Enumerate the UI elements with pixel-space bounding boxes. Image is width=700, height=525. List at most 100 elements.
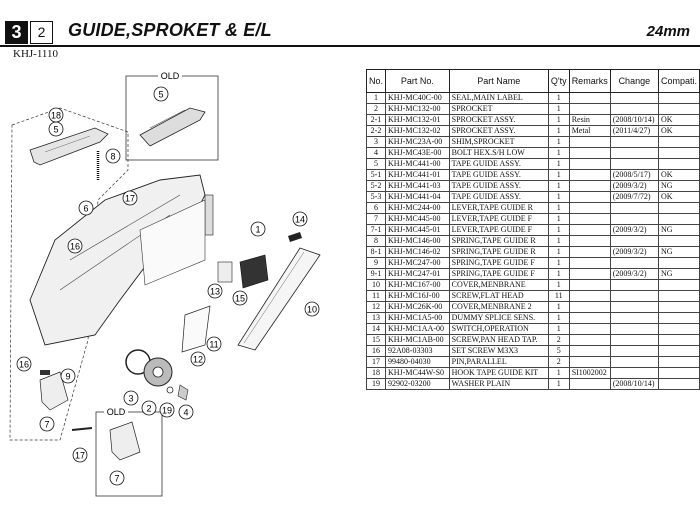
svg-text:18: 18 bbox=[51, 111, 61, 121]
cell-remarks bbox=[568, 279, 611, 291]
callout-8: 8 bbox=[105, 148, 121, 164]
cell-no: 9 bbox=[365, 257, 387, 269]
cell-qty: 1 bbox=[547, 323, 570, 335]
cell-change bbox=[609, 334, 659, 346]
cell-qty: 1 bbox=[547, 246, 570, 258]
cell-change: (2008/5/17) bbox=[609, 169, 659, 181]
callout-15: 15 bbox=[232, 290, 248, 306]
cell-part-no: KHJ-MC1A5-00 bbox=[385, 312, 450, 324]
cell-no: 5-1 bbox=[365, 169, 387, 181]
cell-change bbox=[609, 213, 659, 225]
callout-14: 14 bbox=[292, 211, 308, 227]
cell-remarks bbox=[568, 92, 611, 104]
cell-qty: 1 bbox=[547, 202, 570, 214]
cell-change bbox=[609, 147, 659, 159]
cell-compati: NG bbox=[657, 180, 700, 192]
cell-qty: 1 bbox=[547, 169, 570, 181]
cell-remarks bbox=[568, 191, 611, 203]
svg-text:16: 16 bbox=[19, 360, 29, 370]
cell-remarks bbox=[568, 268, 611, 280]
callout-6: 6 bbox=[78, 200, 94, 216]
cell-part-no: KHJ-MC44W-S0 bbox=[385, 367, 450, 379]
cell-compati bbox=[657, 202, 700, 214]
cell-part-name: SHIM,SPROCKET bbox=[448, 136, 549, 148]
cell-qty: 1 bbox=[547, 378, 570, 390]
cell-part-name: SPRING,TAPE GUIDE R bbox=[448, 235, 549, 247]
col-no: No. bbox=[365, 69, 387, 93]
svg-text:10: 10 bbox=[307, 305, 317, 315]
cell-compati bbox=[657, 378, 700, 390]
cell-qty: 1 bbox=[547, 103, 570, 115]
cell-part-no: KHJ-MC445-00 bbox=[385, 213, 450, 225]
cell-part-no: KHJ-MC247-00 bbox=[385, 257, 450, 269]
cell-part-name: TAPE GUIDE ASSY. bbox=[448, 191, 549, 203]
callout-16: 16 bbox=[67, 238, 83, 254]
svg-text:19: 19 bbox=[162, 406, 172, 416]
callout-17: 17 bbox=[122, 190, 138, 206]
membrane-cover bbox=[237, 247, 321, 351]
cell-compati bbox=[657, 235, 700, 247]
col-qty: Q'ty bbox=[547, 69, 570, 93]
cell-part-no: KHJ-MC445-01 bbox=[385, 224, 450, 236]
svg-text:14: 14 bbox=[295, 215, 305, 225]
cell-part-name: BOLT HEX.S/H LOW bbox=[448, 147, 549, 159]
svg-text:8: 8 bbox=[110, 152, 115, 162]
callout-13: 13 bbox=[207, 283, 223, 299]
cell-qty: 5 bbox=[547, 345, 570, 357]
cell-remarks bbox=[568, 312, 611, 324]
cell-no: 5-3 bbox=[365, 191, 387, 203]
cell-remarks bbox=[568, 356, 611, 368]
cell-change bbox=[609, 92, 659, 104]
cell-part-name: LEVER,TAPE GUIDE R bbox=[448, 202, 549, 214]
cell-no: 1 bbox=[365, 92, 387, 104]
cell-part-name: SPRING,TAPE GUIDE R bbox=[448, 246, 549, 258]
cell-no: 15 bbox=[365, 334, 387, 346]
cell-qty: 1 bbox=[547, 367, 570, 379]
cell-part-no: 99480-04030 bbox=[385, 356, 450, 368]
header-rule bbox=[0, 45, 700, 47]
cell-part-name: SCREW,PAN HEAD TAP. bbox=[448, 334, 549, 346]
cell-change bbox=[609, 235, 659, 247]
callout-11: 11 bbox=[206, 336, 222, 352]
cell-qty: 11 bbox=[547, 290, 570, 302]
svg-text:17: 17 bbox=[75, 451, 85, 461]
cell-no: 17 bbox=[365, 356, 387, 368]
cell-remarks bbox=[568, 180, 611, 192]
cell-no: 19 bbox=[365, 378, 387, 390]
cell-change bbox=[609, 301, 659, 313]
cell-part-no: KHJ-MC167-00 bbox=[385, 279, 450, 291]
cell-part-name: TAPE GUIDE ASSY. bbox=[448, 169, 549, 181]
cell-qty: 1 bbox=[547, 158, 570, 170]
cell-compati bbox=[657, 213, 700, 225]
cell-change: (2009/7/72) bbox=[609, 191, 659, 203]
cell-part-no: KHJ-MC244-00 bbox=[385, 202, 450, 214]
cell-compati bbox=[657, 345, 700, 357]
cell-part-name: SPROCKET ASSY. bbox=[448, 125, 549, 137]
cell-part-name: SPRING,TAPE GUIDE F bbox=[448, 257, 549, 269]
cell-remarks bbox=[568, 378, 611, 390]
parts-list-table: No. Part No. Part Name Q'ty Remarks Chan… bbox=[365, 69, 700, 390]
cell-part-name: SEAL,MAIN LABEL bbox=[448, 92, 549, 104]
cell-compati bbox=[657, 356, 700, 368]
cell-part-no: KHJ-MC146-00 bbox=[385, 235, 450, 247]
callout-3: 3 bbox=[123, 390, 139, 406]
cell-remarks: Resin bbox=[568, 114, 611, 126]
old-label-top: OLD bbox=[161, 71, 180, 81]
old-tape-guide-box: OLD bbox=[125, 71, 219, 161]
svg-text:6: 6 bbox=[83, 204, 88, 214]
cell-no: 2-2 bbox=[365, 125, 387, 137]
cell-part-no: KHJ-MC132-01 bbox=[385, 114, 450, 126]
cell-part-no: KHJ-MC441-01 bbox=[385, 169, 450, 181]
cell-qty: 1 bbox=[547, 257, 570, 269]
cell-qty: 2 bbox=[547, 334, 570, 346]
cell-no: 10 bbox=[365, 279, 387, 291]
cell-remarks bbox=[568, 224, 611, 236]
cell-change bbox=[609, 323, 659, 335]
cell-change: (2009/3/2) bbox=[609, 224, 659, 236]
cell-part-no: KHJ-MC40C-00 bbox=[385, 92, 450, 104]
